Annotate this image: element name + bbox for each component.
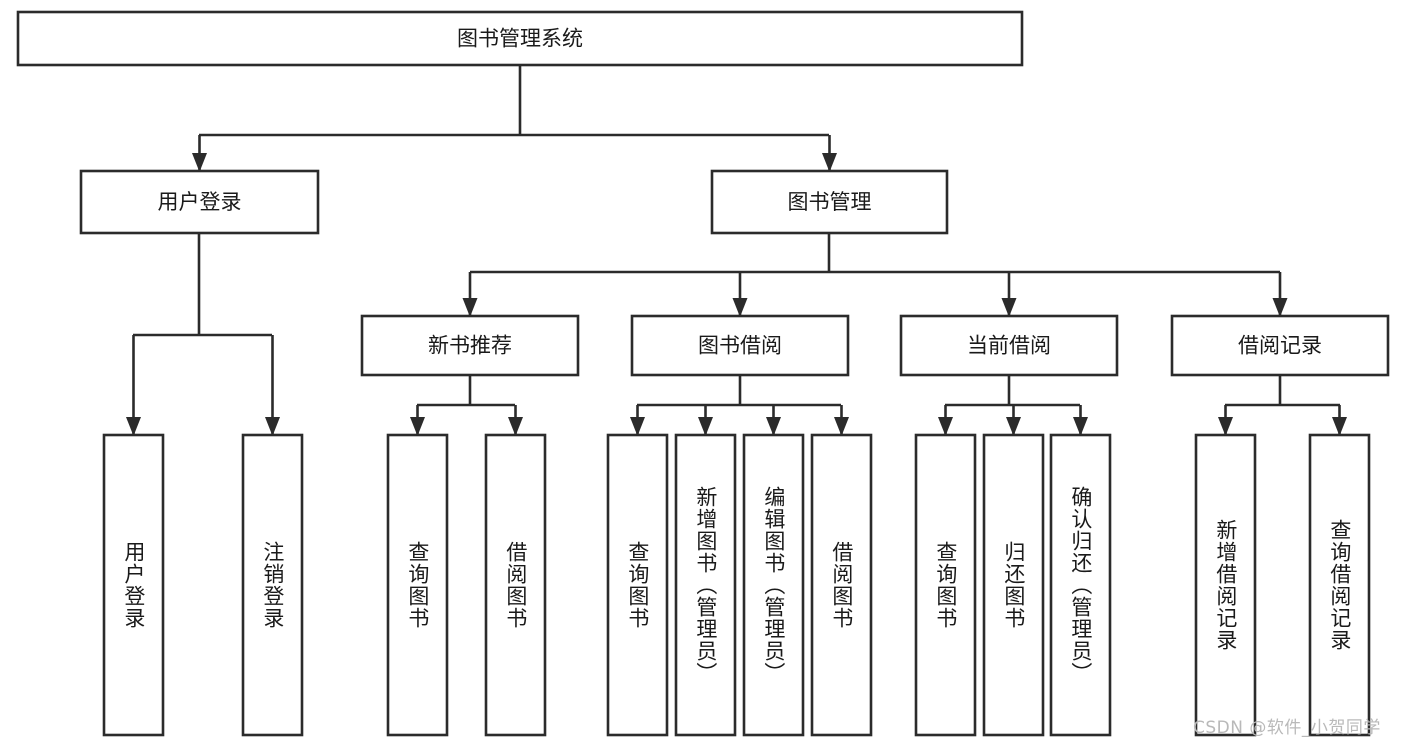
node-box-leaf-cur-return[interactable] xyxy=(982,433,1045,737)
connectors-layer xyxy=(126,65,1347,436)
node-box-leaf-new-query[interactable] xyxy=(386,433,449,737)
node-box-l3-record[interactable] xyxy=(1170,314,1390,377)
arrow-head-icon xyxy=(126,417,141,436)
node-box-leaf-br-add[interactable] xyxy=(674,433,737,737)
arrow-head-icon xyxy=(1073,417,1088,436)
node-box-leaf-new-borrow[interactable] xyxy=(484,433,547,737)
node-box-l3-borrow[interactable] xyxy=(630,314,850,377)
arrow-head-icon xyxy=(508,417,523,436)
node-box-leaf-user-logout[interactable] xyxy=(241,433,304,737)
arrow-head-icon xyxy=(1006,417,1021,436)
arrow-head-icon xyxy=(192,153,207,172)
node-label-l2-user: 用户登录 xyxy=(158,190,242,214)
arrow-head-icon xyxy=(732,298,748,317)
node-label-l3-current: 当前借阅 xyxy=(967,334,1051,358)
node-label-l3-borrow: 图书借阅 xyxy=(698,334,782,358)
arrow-head-icon xyxy=(410,417,425,436)
node-box-leaf-user-login[interactable] xyxy=(102,433,165,737)
arrow-head-icon xyxy=(834,417,849,436)
arrow-head-icon xyxy=(698,417,713,436)
node-label-l3-new: 新书推荐 xyxy=(428,334,512,358)
node-box-leaf-rec-query[interactable] xyxy=(1308,433,1371,737)
node-box-leaf-rec-add[interactable] xyxy=(1194,433,1257,737)
node-label-l2-book: 图书管理 xyxy=(788,190,872,214)
node-label-l3-record: 借阅记录 xyxy=(1238,334,1322,358)
node-box-l2-user[interactable] xyxy=(79,169,320,235)
arrow-head-icon xyxy=(265,417,280,436)
arrow-head-icon xyxy=(1001,298,1017,317)
node-box-root[interactable] xyxy=(16,10,1024,67)
node-box-l3-current[interactable] xyxy=(899,314,1119,377)
arrow-head-icon xyxy=(822,153,837,172)
node-box-leaf-br-query[interactable] xyxy=(606,433,669,737)
arrow-head-icon xyxy=(766,417,781,436)
arrow-head-icon xyxy=(630,417,645,436)
arrow-head-icon xyxy=(938,417,953,436)
arrow-head-icon xyxy=(1332,417,1347,436)
boxes-layer xyxy=(16,10,1390,737)
node-box-leaf-br-lend[interactable] xyxy=(810,433,873,737)
arrow-head-icon xyxy=(1272,298,1288,317)
arrow-head-icon xyxy=(462,298,478,317)
arrow-head-icon xyxy=(1218,417,1233,436)
node-box-leaf-br-edit[interactable] xyxy=(742,433,805,737)
node-box-l2-book[interactable] xyxy=(710,169,949,235)
node-box-leaf-cur-query[interactable] xyxy=(914,433,977,737)
node-box-l3-new[interactable] xyxy=(360,314,580,377)
node-box-leaf-cur-confirm[interactable] xyxy=(1049,433,1112,737)
csdn-watermark: CSDN @软件_小贺同学 xyxy=(1193,718,1381,738)
node-label-root: 图书管理系统 xyxy=(457,27,583,51)
